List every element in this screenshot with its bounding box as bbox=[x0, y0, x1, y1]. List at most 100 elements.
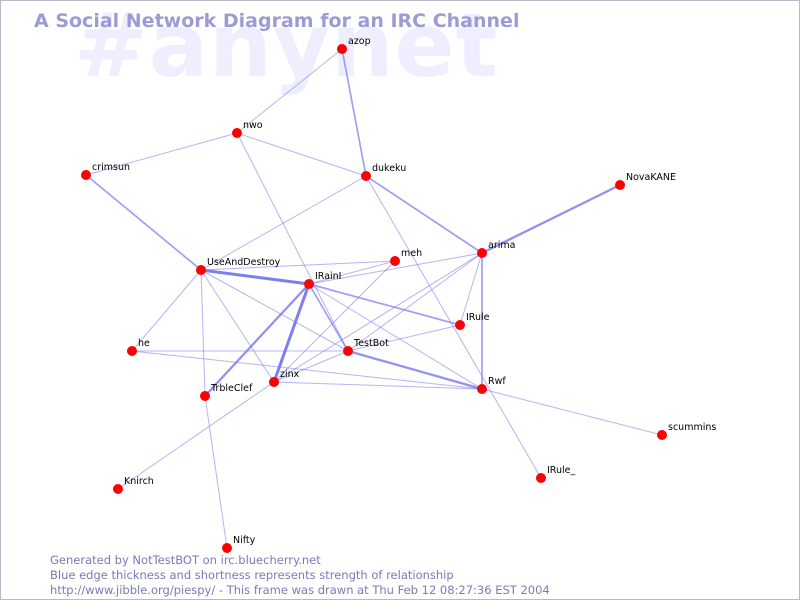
node-Knirch: Knirch bbox=[113, 476, 154, 494]
footer-url-timestamp: http://www.jibble.org/piespy/ - This fra… bbox=[50, 583, 550, 597]
channel-watermark: #anynet bbox=[74, 0, 499, 97]
edge-IRainI-IRule bbox=[308, 283, 461, 326]
edge-crimsun-UseAndDestroy bbox=[85, 174, 202, 271]
edge-Rwf-scummins bbox=[481, 388, 663, 436]
node-dot bbox=[477, 248, 487, 258]
node-label: TestBot bbox=[353, 338, 389, 349]
edge-IRainI-TrbleClef bbox=[203, 282, 311, 398]
edge-UseAndDestroy-TrbleClef bbox=[200, 269, 206, 397]
edge-azop-dukeku bbox=[341, 48, 367, 177]
node-dot bbox=[81, 170, 91, 180]
node-arima: arima bbox=[477, 240, 515, 258]
node-label: IRainI bbox=[315, 271, 341, 282]
node-dot bbox=[615, 180, 625, 190]
edge-he-Rwf bbox=[131, 350, 483, 390]
edge-UseAndDestroy-zinx bbox=[200, 269, 275, 383]
node-label: TrbleClef bbox=[210, 383, 253, 394]
edge-meh-zinx bbox=[273, 260, 396, 383]
node-Nifty: Nifty bbox=[222, 535, 256, 553]
edge-meh-IRainI bbox=[308, 260, 396, 285]
footer-generated-by: Generated by NotTestBOT on irc.bluecherr… bbox=[50, 553, 321, 567]
node-nwo: nwo bbox=[232, 120, 263, 138]
node-label: crimsun bbox=[92, 162, 130, 173]
node-label: arima bbox=[488, 240, 515, 251]
edge-arima-TestBot bbox=[347, 252, 483, 352]
edge-IRainI-TestBot bbox=[308, 283, 349, 352]
node-TrbleClef: TrbleClef bbox=[200, 383, 253, 401]
edge-UseAndDestroy-he bbox=[131, 269, 202, 352]
edge-layer bbox=[85, 48, 663, 549]
node-dukeku: dukeku bbox=[361, 163, 406, 181]
node-label: IRule bbox=[466, 312, 490, 323]
node-dot bbox=[477, 384, 487, 394]
node-dot bbox=[337, 44, 347, 54]
node-azop: azop bbox=[337, 36, 371, 54]
node-UseAndDestroy: UseAndDestroy bbox=[196, 257, 281, 275]
node-label: Nifty bbox=[233, 535, 256, 546]
node-IRule: IRule bbox=[455, 312, 490, 330]
node-TestBot: TestBot bbox=[343, 338, 389, 356]
edge-TestBot-zinx bbox=[273, 350, 349, 383]
node-dot bbox=[536, 473, 546, 483]
node-label: Knirch bbox=[124, 476, 154, 487]
edge-IRainI-zinx bbox=[272, 282, 311, 384]
edge-meh-UseAndDestroy bbox=[200, 260, 396, 271]
node-label: nwo bbox=[243, 120, 263, 131]
node-Rwf: Rwf bbox=[477, 376, 506, 394]
edge-zinx-Knirch bbox=[117, 381, 275, 490]
diagram-title: A Social Network Diagram for an IRC Chan… bbox=[34, 10, 520, 32]
node-label: scummins bbox=[668, 422, 716, 433]
edge-TrbleClef-Nifty bbox=[204, 395, 228, 549]
edge-zinx-Rwf bbox=[273, 381, 483, 390]
node-dot bbox=[657, 430, 667, 440]
node-label: zinx bbox=[280, 369, 300, 380]
edge-IRainI-Rwf bbox=[308, 283, 483, 390]
node-dot bbox=[455, 320, 465, 330]
node-scummins: scummins bbox=[657, 422, 716, 440]
edge-arima-IRule bbox=[459, 252, 483, 326]
node-label: NovaKANE bbox=[626, 172, 676, 183]
node-dot bbox=[196, 265, 206, 275]
node-meh: meh bbox=[390, 248, 422, 266]
node-label: dukeku bbox=[372, 163, 406, 174]
edge-nwo-dukeku bbox=[236, 132, 367, 177]
node-IRainI: IRainI bbox=[304, 271, 341, 289]
edge-NovaKANE-arima bbox=[480, 183, 622, 255]
footer-legend-note: Blue edge thickness and shortness repres… bbox=[50, 568, 454, 582]
edge-dukeku-UseAndDestroy bbox=[200, 175, 367, 271]
node-NovaKANE: NovaKANE bbox=[615, 172, 676, 190]
edge-TestBot-Rwf bbox=[346, 349, 484, 391]
edge-UseAndDestroy-TestBot bbox=[200, 269, 349, 352]
node-dot bbox=[361, 171, 371, 181]
edge-nwo-crimsun bbox=[85, 132, 238, 176]
node-dot bbox=[113, 484, 123, 494]
edge-azop-nwo bbox=[236, 48, 343, 134]
node-IRule_: IRule_ bbox=[536, 465, 575, 483]
node-label: he bbox=[138, 338, 150, 349]
node-label: azop bbox=[348, 36, 371, 47]
edge-dukeku-arima bbox=[365, 175, 483, 254]
node-dot bbox=[390, 256, 400, 266]
node-dot bbox=[222, 543, 232, 553]
footer: Generated by NotTestBOT on irc.bluecherr… bbox=[50, 553, 550, 598]
node-dot bbox=[304, 279, 314, 289]
node-label: Rwf bbox=[488, 376, 506, 387]
edge-IRule-TestBot bbox=[347, 324, 461, 352]
node-he: he bbox=[127, 338, 150, 356]
node-crimsun: crimsun bbox=[81, 162, 130, 180]
edge-arima-zinx bbox=[273, 252, 483, 383]
node-dot bbox=[269, 377, 279, 387]
edge-arima-IRainI bbox=[308, 252, 483, 285]
node-label: UseAndDestroy bbox=[207, 257, 281, 268]
node-dot bbox=[200, 391, 210, 401]
edge-UseAndDestroy-IRainI bbox=[199, 268, 311, 286]
node-dot bbox=[232, 128, 242, 138]
node-dot bbox=[343, 346, 353, 356]
edge-nwo-TestBot bbox=[236, 132, 349, 352]
node-label: IRule_ bbox=[547, 465, 575, 476]
node-label: meh bbox=[401, 248, 422, 259]
node-dot bbox=[127, 346, 137, 356]
node-zinx: zinx bbox=[269, 369, 300, 387]
